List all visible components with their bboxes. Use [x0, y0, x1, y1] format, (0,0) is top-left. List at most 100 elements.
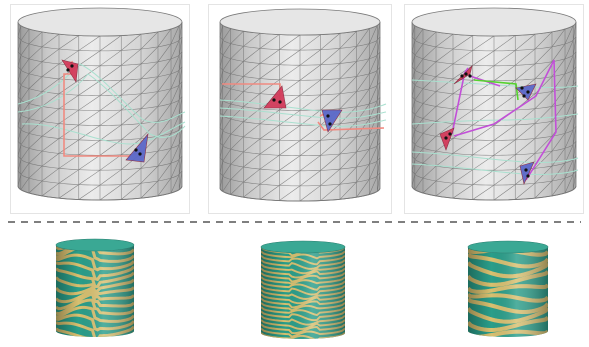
mesh-diagonal-line [534, 136, 553, 154]
mesh-diagonal-line [17, 115, 22, 127]
mesh-diagonal-line [564, 85, 574, 104]
mesh-diagonal-line [377, 142, 381, 162]
mesh-diagonal-line [564, 114, 574, 134]
mesh-diagonal-line [279, 110, 301, 126]
mesh-diagonal-line [157, 73, 172, 92]
mesh-diagonal-line [411, 159, 416, 172]
mesh-diagonal-line [369, 85, 378, 105]
marker-dot [526, 174, 530, 178]
mesh-diagonal-line [17, 55, 22, 67]
mesh-diagonal-line [411, 85, 416, 97]
mesh-diagonal-line [222, 43, 231, 56]
mesh-diagonal-line [170, 70, 180, 89]
marker-dot [134, 148, 138, 152]
mesh-diagonal-line [320, 153, 341, 171]
mesh-diagonal-line [157, 148, 172, 167]
mesh-diagonal-line [259, 109, 280, 125]
mesh-diagonal-line [435, 33, 454, 48]
mesh-diagonal-line [515, 123, 536, 141]
mesh-diagonal-line [259, 64, 280, 79]
field-line [219, 107, 387, 119]
mesh-diagonal-line [58, 94, 79, 109]
mesh-diagonal-line [339, 31, 357, 49]
mesh-diagonal-line [551, 163, 566, 182]
mesh-diagonal-line [28, 136, 43, 149]
mesh-diagonal-line [58, 184, 79, 199]
texture-shading [56, 245, 134, 337]
mesh-diagonal-line [299, 49, 321, 66]
mesh-diagonal-line [411, 25, 416, 37]
texture-panel-3 [466, 240, 550, 338]
marker-dot [444, 136, 448, 140]
mesh-diagonal-line [78, 95, 101, 111]
mesh-diagonal-line [219, 100, 223, 113]
mesh-diagonal-line [435, 182, 454, 197]
mesh-diagonal-line [222, 164, 231, 177]
mesh-diagonal-line [414, 58, 424, 71]
mesh-diagonal-line [78, 80, 101, 96]
mesh-diagonal-line [41, 93, 60, 107]
mesh-diagonal-line [356, 133, 370, 153]
mesh-diagonal-line [422, 180, 437, 194]
blue-triangle-marker [125, 133, 149, 163]
cylinder-bottom-rim [17, 185, 183, 201]
mesh-diagonal-line [320, 78, 341, 96]
mesh-diagonal-line [222, 103, 231, 117]
field-line [411, 163, 579, 175]
mesh-diagonal-line [157, 58, 172, 77]
mesh-diagonal-line [28, 76, 43, 89]
mesh-diagonal-line [219, 161, 223, 173]
mesh-diagonal-line [157, 103, 172, 122]
mesh-diagonal-line [572, 36, 577, 56]
mesh-diagonal-line [178, 141, 183, 160]
mesh-diagonal-line [170, 174, 180, 194]
dashed-divider [8, 221, 581, 223]
mesh-diagonal-line [452, 124, 473, 139]
marker-dot [138, 152, 142, 156]
mesh-diagonal-line [339, 121, 357, 140]
mesh-diagonal-line [17, 85, 22, 97]
mesh-diagonal-line [78, 140, 101, 156]
mesh-diagonal-line [20, 58, 30, 71]
mesh-diagonal-line [41, 63, 60, 77]
mesh-diagonal-line [219, 115, 223, 128]
mesh-diagonal-line [140, 91, 159, 109]
mesh-diagonal-line [178, 156, 183, 175]
mesh-diagonal-line [219, 85, 223, 98]
mesh-diagonal-line [472, 155, 495, 170]
mesh-diagonal-line [422, 121, 437, 134]
mesh-diagonal-line [339, 61, 357, 79]
mesh-diagonal-line [99, 109, 122, 126]
mesh-diagonal-line [279, 140, 301, 156]
mesh-diagonal-line [230, 136, 244, 150]
mesh-diagonal-line [259, 139, 280, 155]
mesh-diagonal-line [356, 164, 370, 183]
mesh-diagonal-line [572, 66, 577, 86]
mesh-diagonal-line [157, 177, 172, 197]
mesh-diagonal-line [551, 118, 566, 137]
field-line [219, 115, 387, 127]
mesh-diagonal-line [243, 63, 261, 77]
field-lines [411, 79, 579, 175]
texture-top-cap [260, 240, 346, 254]
mesh-diagonal-line [99, 124, 122, 141]
mesh-diagonal-line [472, 110, 495, 126]
mesh-diagonal-line [564, 55, 574, 74]
mesh-diagonal-line [493, 124, 516, 141]
mesh-diagonal-line [157, 163, 172, 182]
field-line [411, 79, 579, 88]
mesh-diagonal-line [414, 133, 424, 146]
mesh-diagonal-line [572, 96, 577, 116]
mesh-diagonal-line [17, 159, 22, 172]
mesh-diagonal-line [299, 109, 321, 126]
mesh-diagonal-line [259, 34, 280, 49]
mesh-diagonal-line [121, 138, 142, 156]
mesh-diagonal-line [20, 43, 30, 56]
mesh-diagonal-line [41, 108, 60, 122]
mesh-diagonal-line [78, 110, 101, 126]
mesh-diagonal-line [515, 63, 536, 81]
mesh-diagonal-line [230, 91, 244, 105]
mesh-diagonal-line [20, 88, 30, 101]
mesh-diagonal-line [243, 183, 261, 198]
mesh-diagonal-line [140, 121, 159, 139]
